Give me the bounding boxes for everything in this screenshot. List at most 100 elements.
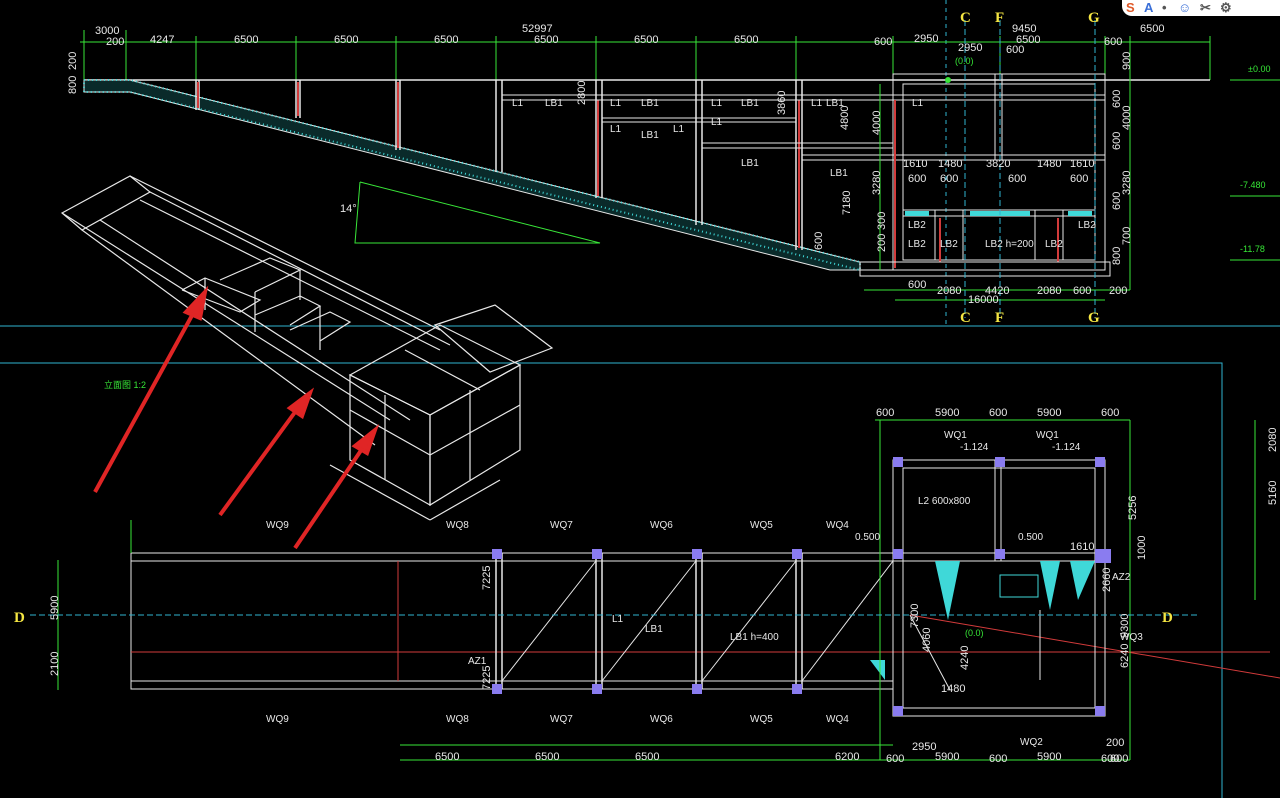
dim-text: 200: [67, 52, 79, 70]
wall-label: WQ7: [550, 520, 573, 531]
dim-text: 5900: [49, 596, 61, 620]
member-label: LB1: [741, 158, 759, 169]
dim-text: 6500: [1140, 23, 1164, 35]
dim-text: 3280: [871, 171, 883, 195]
dim-text: 600: [1070, 173, 1088, 185]
dim-text: 600: [1111, 192, 1123, 210]
dim-text: 9300: [1119, 614, 1131, 638]
member-label: L1: [612, 614, 624, 625]
dim-text: 200: [876, 234, 888, 252]
dim-text: 600: [1101, 753, 1119, 765]
member-label: LB2 h=200: [985, 239, 1034, 250]
wall-label: WQ2: [1020, 737, 1043, 748]
level-mark: -7.480: [1240, 180, 1266, 190]
dim-text: 600: [813, 232, 825, 250]
dim-text: 600: [874, 36, 892, 48]
wall-label: WQ9: [266, 714, 289, 725]
dot-icon[interactable]: •: [1162, 0, 1167, 15]
member-label: LB1: [645, 624, 663, 635]
dim-text: 2100: [49, 652, 61, 676]
dim-text: 5900: [1037, 751, 1061, 763]
dim-text: 3000: [95, 25, 119, 37]
dim-text: 1000: [1136, 536, 1148, 560]
dim-text: 6500: [635, 751, 659, 763]
dim-text: 6500: [1016, 34, 1040, 46]
app-toolbar-widget[interactable]: S A • ☺ ✂ ⚙: [1122, 0, 1280, 16]
level-note: 0.500: [855, 532, 880, 543]
level-mark: ±0.00: [1248, 64, 1270, 74]
level-mark: -11.78: [1240, 244, 1265, 254]
dim-text: 600: [1110, 753, 1128, 765]
dim-text: 7225: [481, 666, 493, 690]
scissors-icon[interactable]: ✂: [1200, 0, 1211, 15]
dim-text: 600: [1111, 132, 1123, 150]
dim-text: 1480: [1037, 158, 1061, 170]
level-mark: (0.0): [955, 56, 974, 66]
dim-text: 800: [1111, 247, 1123, 265]
dim-text: 2950: [958, 42, 982, 54]
dim-text: 3280: [1121, 171, 1133, 195]
wall-label: WQ4: [826, 714, 849, 725]
member-label: LB1: [641, 98, 659, 109]
wall-label: WQ1: [1036, 430, 1059, 441]
member-label: L2 600x800: [918, 496, 971, 507]
level-note: 0.500: [1018, 532, 1043, 543]
dim-text: 2950: [914, 33, 938, 45]
member-label: LB2: [908, 220, 926, 231]
member-label: L1: [512, 98, 524, 109]
member-label: L1: [711, 117, 723, 128]
dim-text: 1480: [941, 683, 965, 695]
axis-label-f: F: [995, 10, 1004, 26]
member-label: LB2: [1078, 220, 1096, 231]
section-mark-left: D: [14, 610, 25, 626]
dim-text: 200: [1106, 737, 1124, 749]
column-label: AZ1: [468, 656, 487, 667]
wall-label: WQ8: [446, 520, 469, 531]
axis-label-f-bottom: F: [995, 310, 1004, 326]
dim-text: 600: [989, 407, 1007, 419]
level-note: -1.124: [1052, 442, 1081, 453]
dim-text: 6500: [434, 34, 458, 46]
dim-text: 3860: [776, 91, 788, 115]
member-label: LB2: [940, 239, 958, 250]
axis-label-c-bottom: C: [960, 310, 971, 326]
section-mark-right: D: [1162, 610, 1173, 626]
member-label: LB2: [908, 239, 926, 250]
wall-label: WQ5: [750, 520, 773, 531]
dim-text: 2800: [576, 81, 588, 105]
member-label: LB1 h=400: [730, 632, 779, 643]
angle-label: 14°: [340, 203, 357, 215]
column-label: AZ2: [1112, 572, 1131, 583]
elevation-view: [80, 20, 1280, 318]
axis-label-c: C: [960, 10, 971, 26]
dim-text: 2950: [912, 741, 936, 753]
member-label: L1: [711, 98, 723, 109]
dim-text: 200: [106, 36, 124, 48]
dim-text: 600: [1073, 285, 1091, 297]
member-label: L1: [610, 124, 622, 135]
dim-text: 1480: [938, 158, 962, 170]
dim-text: 4240: [959, 646, 971, 670]
dim-text: 600: [1104, 36, 1122, 48]
lang-icon[interactable]: A: [1144, 0, 1154, 15]
dim-text: 6500: [734, 34, 758, 46]
dim-text: 5900: [1037, 407, 1061, 419]
dim-text: 4800: [839, 106, 851, 130]
dim-text: 600: [1111, 90, 1123, 108]
wall-label: WQ4: [826, 520, 849, 531]
dim-text: 2080: [1037, 285, 1061, 297]
emoji-icon[interactable]: ☺: [1178, 0, 1192, 15]
wall-label: WQ9: [266, 520, 289, 531]
gear-icon[interactable]: ⚙: [1220, 0, 1232, 15]
dim-text: 7225: [481, 566, 493, 590]
member-label: LB1: [741, 98, 759, 109]
member-label: L1: [610, 98, 622, 109]
level-note: -1.124: [960, 442, 989, 453]
member-label: LB1: [641, 130, 659, 141]
logo-icon: S: [1126, 0, 1135, 15]
plan-view: [30, 419, 1280, 761]
dim-text: 16000: [968, 294, 999, 306]
dim-text: 600: [908, 173, 926, 185]
